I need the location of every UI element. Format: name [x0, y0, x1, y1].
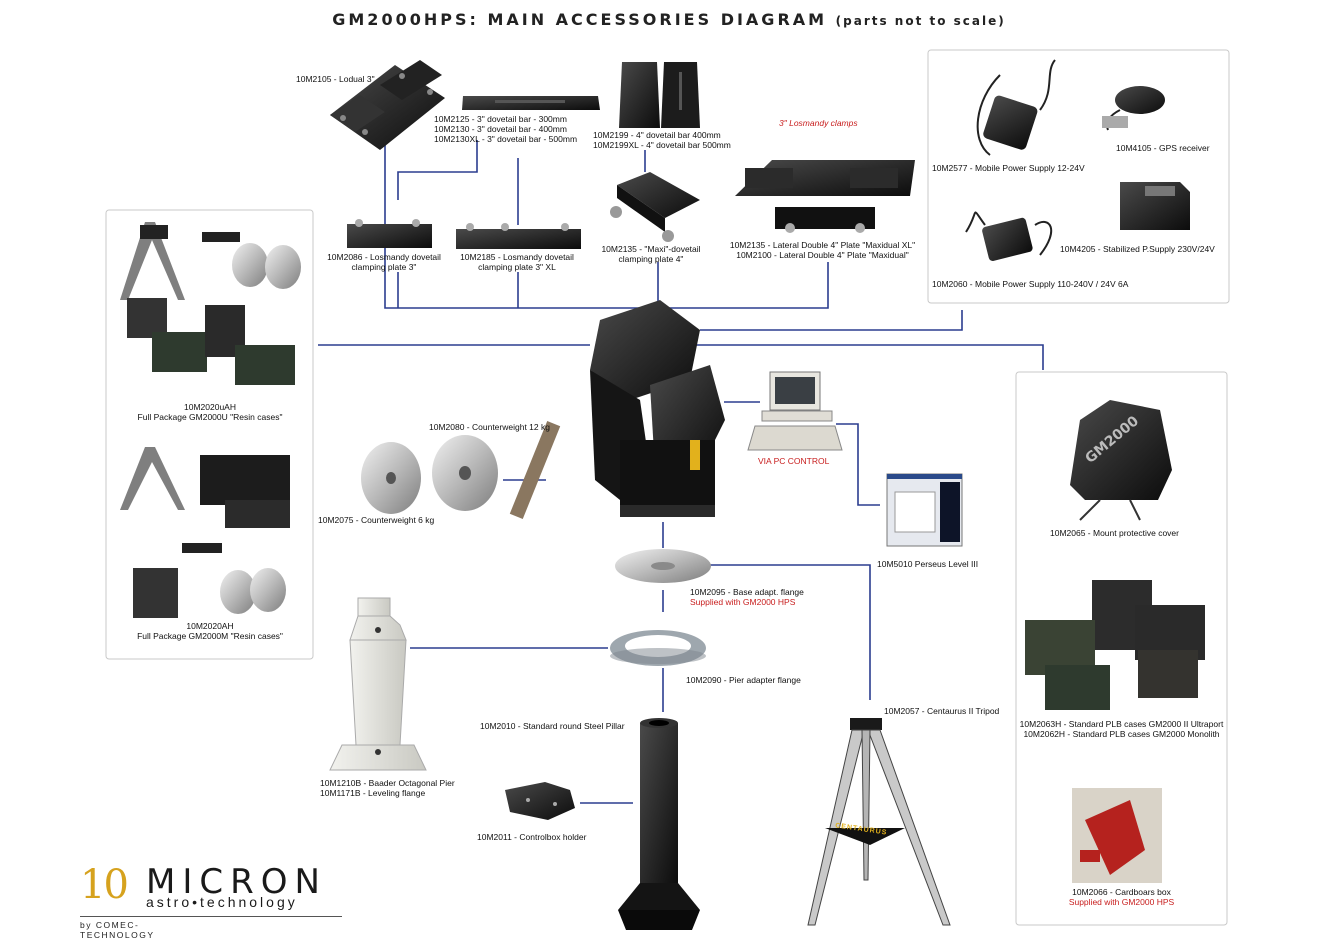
label-lateral-plate: 10M2135 - Lateral Double 4" Plate "Maxid… — [720, 240, 925, 260]
cardboard-box-icon — [1072, 788, 1162, 883]
maxi-clamping-plate-icon — [610, 172, 700, 242]
label-base-flange-name: 10M2095 - Base adapt. flange — [690, 587, 804, 597]
label-plb-ultraport: 10M2063H - Standard PLB cases GM2000 II … — [1019, 719, 1224, 729]
label-plate-2086-line2: clamping plate 3" — [351, 262, 417, 272]
label-plate-2086-line1: 10M2086 - Losmandy dovetail — [327, 252, 441, 262]
label-cw6: 10M2075 - Counterweight 6 kg — [318, 515, 435, 525]
logo-divider — [80, 916, 342, 917]
label-leveling-flange: 10M1171B - Leveling flange — [320, 788, 426, 798]
computer-icon — [747, 371, 843, 451]
logo-micron: MICRON — [146, 862, 327, 902]
package-u-icon — [120, 222, 301, 385]
label-stabilized: 10M4205 - Stabilized P.Supply 230V/24V — [1060, 244, 1215, 254]
base-flange-icon — [615, 549, 711, 583]
tripod-icon — [807, 718, 951, 926]
label-package-u-desc: Full Package GM2000U "Resin cases" — [137, 412, 283, 422]
power-supply-6a-icon — [965, 211, 1053, 261]
label-plate-2185-line1: 10M2185 - Losmandy dovetail — [460, 252, 574, 262]
label-cardboard-name: 10M2066 - Cardboars box — [1072, 887, 1171, 897]
clamping-plate-3xl-icon — [456, 223, 581, 249]
mobile-power-supply-icon — [976, 59, 1056, 156]
label-losmandy-clamps: 3" Losmandy clamps — [779, 118, 858, 128]
label-maxi-plate: 10M2135 - "Maxi"-dovetail clamping plate… — [596, 244, 706, 264]
page-title: GM2000HPS: MAIN ACCESSORIES DIAGRAM (par… — [0, 10, 1338, 29]
mount-cover-icon — [1070, 400, 1172, 521]
label-dovetail-4-400: 10M2199 - 4" dovetail bar 400mm — [593, 130, 721, 140]
logo-by: by COMEC-TECHNOLOGY — [80, 920, 155, 940]
package-m-icon — [120, 447, 290, 618]
label-dovetail-4-500: 10M2199XL - 4" dovetail bar 500mm — [593, 140, 731, 150]
stabilized-power-supply-icon — [1120, 182, 1190, 230]
label-package-u-code: 10M2020uAH — [184, 402, 236, 412]
label-dovetail-500: 10M2130XL - 3" dovetail bar - 500mm — [434, 134, 578, 144]
label-base-flange: 10M2095 - Base adapt. flange Supplied wi… — [690, 587, 804, 607]
label-tripod: 10M2057 - Centaurus II Tripod — [884, 706, 1000, 716]
label-plb-monolith: 10M2062H - Standard PLB cases GM2000 Mon… — [1023, 729, 1220, 739]
label-cover: 10M2065 - Mount protective cover — [1050, 528, 1179, 538]
label-lateral-line1: 10M2135 - Lateral Double 4" Plate "Maxid… — [729, 240, 916, 250]
label-package-m: 10M2020AH Full Package GM2000M "Resin ca… — [110, 621, 310, 641]
label-maxi-line1: 10M2135 - "Maxi"-dovetail — [601, 244, 701, 254]
label-dovetail-4inch: 10M2199 - 4" dovetail bar 400mm 10M2199X… — [593, 130, 731, 150]
label-package-u: 10M2020uAH Full Package GM2000U "Resin c… — [110, 402, 310, 422]
label-lodual: 10M2105 - Lodual 3" — [296, 74, 375, 84]
label-controlbox: 10M2011 - Controlbox holder — [477, 832, 587, 842]
counterweight-12kg-icon — [432, 435, 498, 511]
counterweight-6kg-icon — [361, 442, 421, 514]
lodual-plate-icon — [330, 60, 445, 150]
telescope-mount-icon — [509, 300, 725, 519]
pier-flange-icon — [610, 630, 706, 666]
label-power-6a: 10M2060 - Mobile Power Supply 110-240V /… — [932, 279, 1129, 289]
label-dovetail-bars: 10M2125 - 3" dovetail bar - 300mm 10M213… — [434, 114, 577, 144]
dovetail-bar-icon — [462, 96, 600, 110]
logo-ten: 10 — [80, 862, 129, 908]
label-plb-cases: 10M2063H - Standard PLB cases GM2000 II … — [1016, 719, 1227, 739]
label-dovetail-400: 10M2130 - 3" dovetail bar - 400mm — [434, 124, 567, 134]
label-plate-2086: 10M2086 - Losmandy dovetail clamping pla… — [323, 252, 445, 272]
label-cardboard: 10M2066 - Cardboars box Supplied with GM… — [1016, 887, 1227, 907]
label-cardboard-supplied: Supplied with GM2000 HPS — [1068, 897, 1175, 907]
title-main: GM2000HPS: MAIN ACCESSORIES DIAGRAM — [332, 10, 828, 29]
resin-cases-icon — [1025, 580, 1205, 710]
baader-pier-icon — [329, 597, 427, 771]
label-plate-2185: 10M2185 - Losmandy dovetail clamping pla… — [456, 252, 578, 272]
label-cw12: 10M2080 - Counterweight 12 kg — [429, 422, 550, 432]
logo-astro: astro•technology — [146, 894, 298, 910]
label-power-mobile: 10M2577 - Mobile Power Supply 12-24V — [932, 163, 1085, 173]
label-lateral-line2: 10M2100 - Lateral Double 4" Plate "Maxid… — [736, 250, 909, 260]
label-base-flange-supplied: Supplied with GM2000 HPS — [690, 597, 796, 607]
label-steel-pillar: 10M2010 - Standard round Steel Pillar — [480, 721, 625, 731]
label-baader: 10M1210B - Baader Octagonal Pier 10M1171… — [320, 778, 455, 798]
label-perseus: 10M5010 Perseus Level III — [877, 559, 979, 569]
label-maxi-line2: clamping plate 4" — [618, 254, 684, 264]
accessories-panel — [1015, 371, 1228, 926]
software-screenshot-icon — [886, 473, 963, 547]
label-pier-flange: 10M2090 - Pier adapter flange — [686, 675, 801, 685]
label-package-m-code: 10M2020AH — [186, 621, 234, 631]
label-gps: 10M4105 - GPS receiver — [1116, 143, 1210, 153]
label-pc-control: VIA PC CONTROL — [758, 456, 830, 466]
steel-pillar-icon — [618, 718, 700, 930]
label-dovetail-300: 10M2125 - 3" dovetail bar - 300mm — [434, 114, 567, 124]
clamping-plate-3-icon — [347, 219, 432, 248]
controlbox-holder-icon — [505, 782, 575, 820]
gps-receiver-icon — [1102, 86, 1165, 131]
title-note: (parts not to scale) — [835, 14, 1006, 28]
label-baader-pier: 10M1210B - Baader Octagonal Pier — [320, 778, 455, 788]
power-panel — [927, 49, 1230, 304]
lateral-double-plate-icon — [735, 160, 915, 233]
label-plate-2185-line2: clamping plate 3" XL — [478, 262, 556, 272]
dovetail-4inch-icon — [619, 62, 700, 128]
label-package-m-desc: Full Package GM2000M "Resin cases" — [137, 631, 283, 641]
package-panel — [105, 209, 314, 660]
